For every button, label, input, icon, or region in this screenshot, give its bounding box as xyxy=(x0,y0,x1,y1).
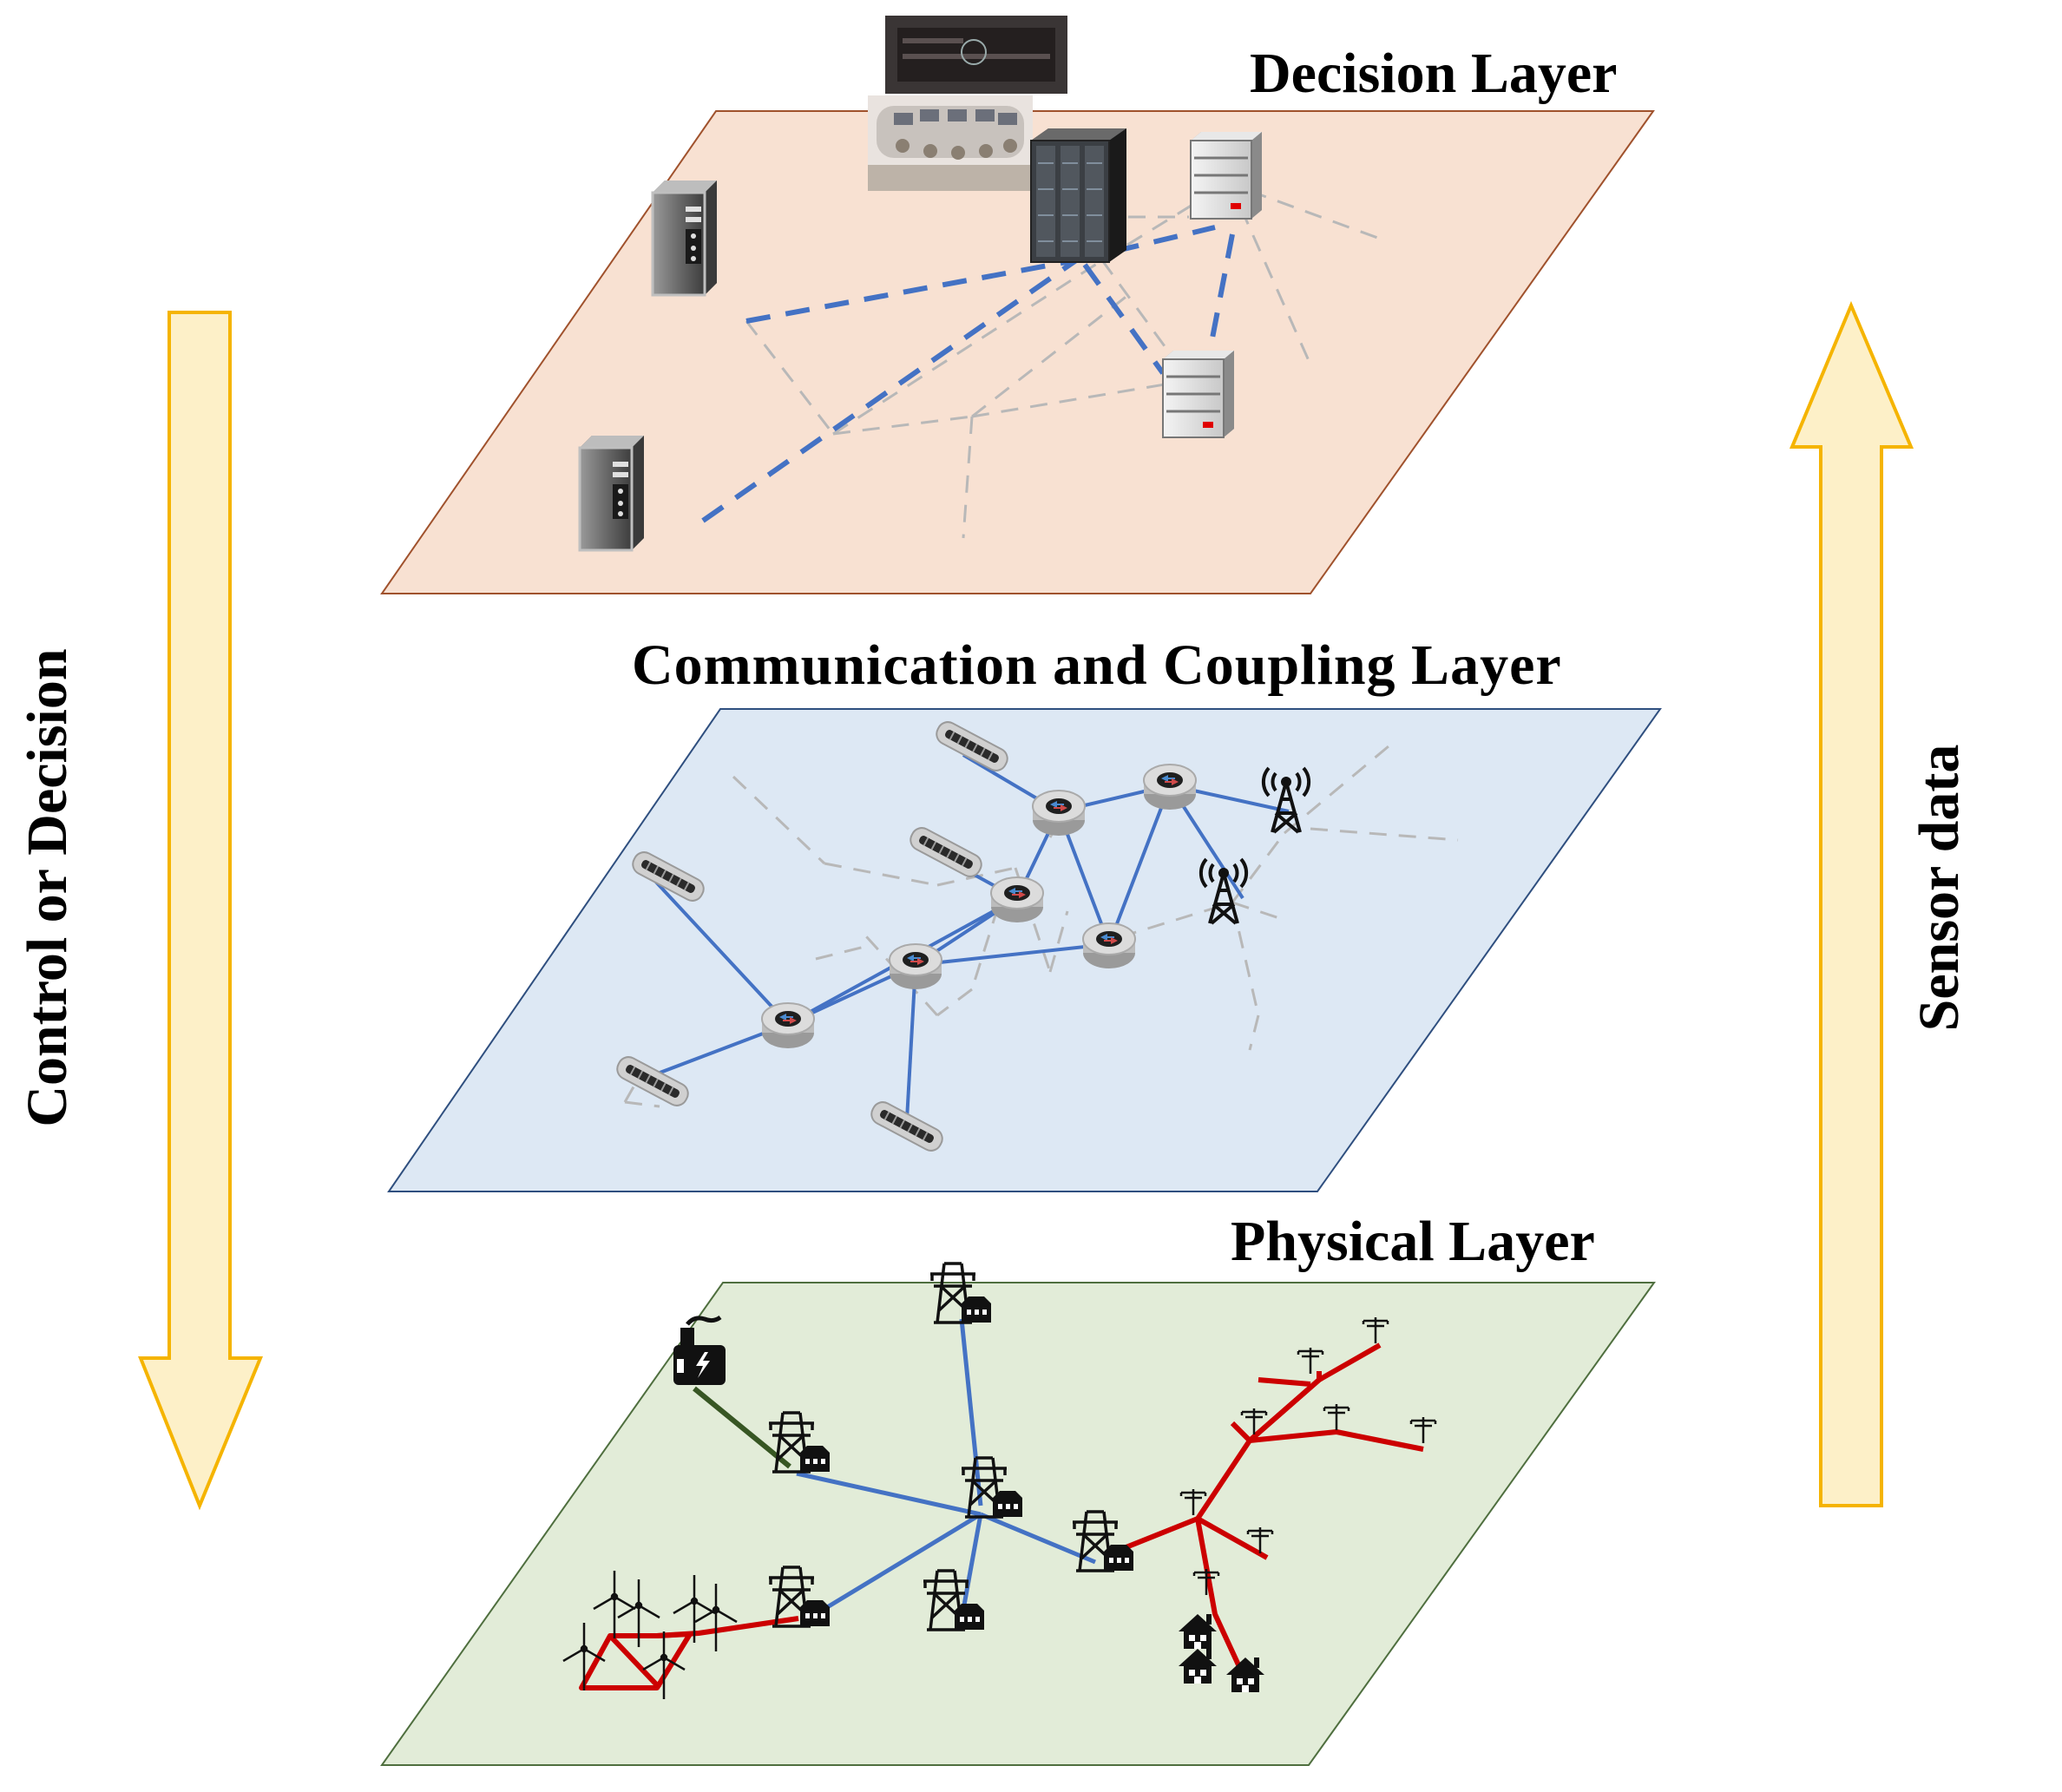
distribution-lines xyxy=(579,1342,1424,1690)
router-icon xyxy=(1032,790,1086,837)
control-room-icon xyxy=(868,16,1067,191)
decision-layer-title: Decision Layer xyxy=(1250,42,1618,105)
physical-layer xyxy=(380,1262,1656,1766)
sensor-arrow xyxy=(1789,300,1914,1507)
desktop-server-icon xyxy=(1161,349,1236,439)
control-or-decision-label: Control or Decision xyxy=(16,648,79,1127)
tower-server-icon xyxy=(651,179,719,297)
router-icon xyxy=(1082,922,1136,969)
sensor-data-label: Sensor data xyxy=(1908,744,1971,1032)
router-icon xyxy=(990,876,1044,923)
desktop-server-icon xyxy=(1189,130,1264,220)
decision-dashed-links xyxy=(745,189,1381,539)
physical-layer-plane xyxy=(380,1282,1656,1766)
router-icon xyxy=(761,1002,815,1049)
server-rack-icon xyxy=(1030,128,1127,263)
control-arrow xyxy=(138,311,263,1511)
generator-link xyxy=(693,1386,791,1469)
transmission-links xyxy=(796,1318,1096,1617)
communication-layer-plane xyxy=(387,708,1662,1192)
router-icon xyxy=(889,943,942,990)
physical-layer-title: Physical Layer xyxy=(1231,1210,1595,1273)
tower-server-icon xyxy=(578,434,646,552)
decision-layer xyxy=(380,16,1655,594)
communication-layer-title: Communication and Coupling Layer xyxy=(632,633,1562,697)
communication-layer xyxy=(387,708,1662,1192)
router-icon xyxy=(1143,764,1197,811)
